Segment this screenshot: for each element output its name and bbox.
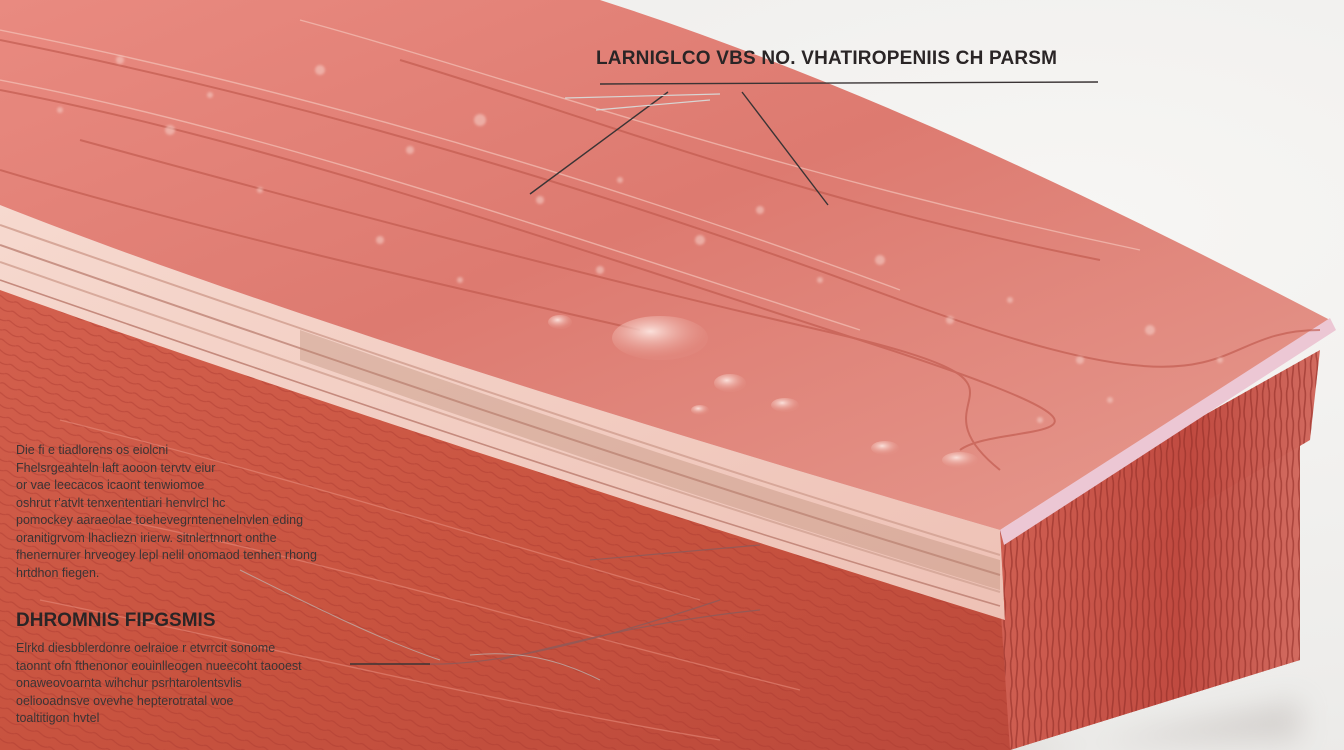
top-structure-label: LARNIGLCO VBS NO. VHATIROPENIIS CH PARSM — [596, 48, 1058, 69]
text-line: oranitigrvom lhacliezn irierw. sitnlertn… — [16, 530, 277, 545]
text-line: Fhelsrgeahteln laft aooon tervtv eiur — [16, 460, 216, 475]
text-line: taonnt ofn fthenonor eouinlleogen nueeco… — [16, 658, 302, 673]
description-paragraph-1: Die fi e tiadlorens os eiolcni Fhelsrgea… — [16, 442, 317, 582]
text-line: onaweovoarnta wihchur psrhtarolentsvlis — [16, 676, 242, 690]
description-paragraph-2: Elrkd diesbblerdonre oelraioe r etvrrcit… — [16, 640, 302, 728]
text-line: pomockey aaraeolae toehevegrntenenelnvle… — [16, 513, 304, 527]
text-line: fhenernurer hrveogey lepl nelil onomaod … — [16, 548, 317, 562]
text-line: toaltitigon hvtel — [16, 711, 100, 725]
text-line: oshrut r'atvlt tenxententiari henvlrcl h… — [16, 495, 226, 510]
text-line: hrtdhon fiegen. — [16, 565, 100, 580]
text-line: oeliooadnsve ovevhe hepterotratal woe — [16, 693, 234, 708]
section-heading: DHROMNIS FIPGSMIS — [16, 610, 216, 631]
text-line: Elrkd diesbblerdonre oelraioe r etvrrcit… — [16, 641, 276, 655]
text-line: Die fi e tiadlorens os eiolcni — [16, 443, 169, 457]
text-line: or vae leecacos icaont tenwiomoe — [16, 478, 205, 492]
